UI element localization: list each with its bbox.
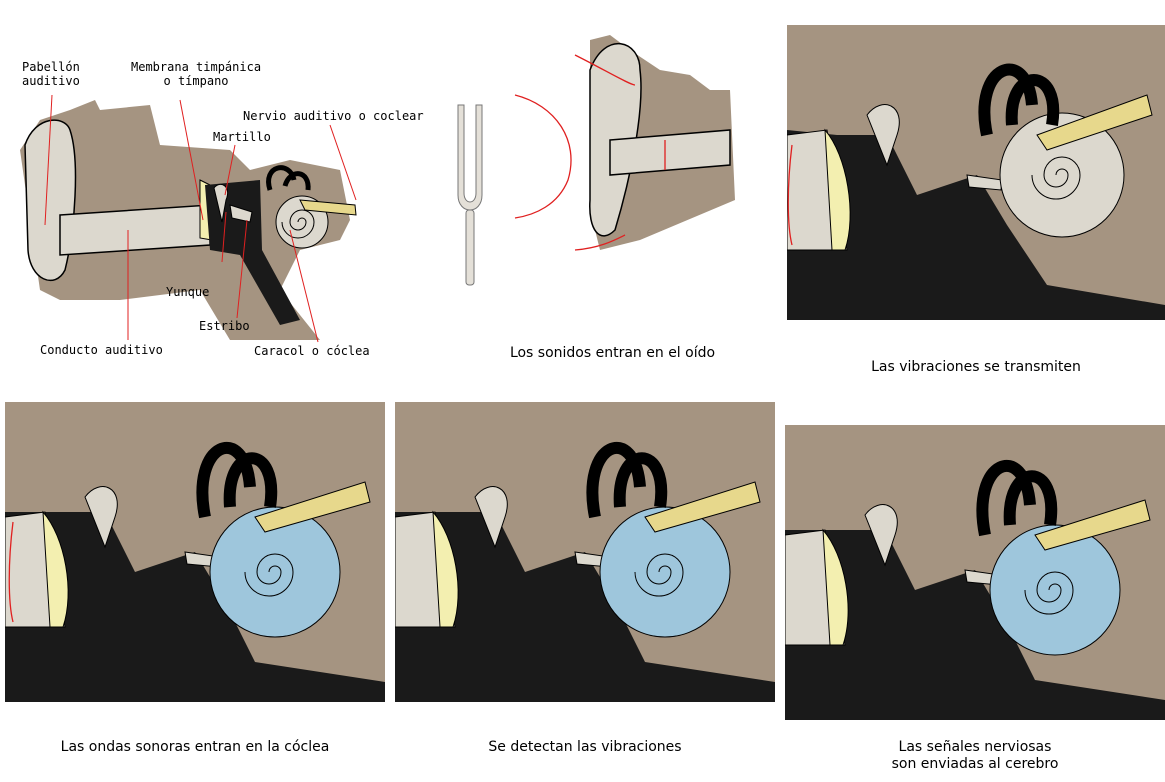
panel-vibrations-detected: Se detectan las vibraciones [395, 402, 775, 762]
nerve-signal-diagram [785, 425, 1165, 720]
caption-sounds-enter: Los sonidos entran en el oído [440, 345, 785, 362]
label-nervio: Nervio auditivo o coclear [243, 109, 424, 123]
label-pabellon: Pabellón auditivo [22, 60, 80, 88]
sound-wave-near [515, 95, 571, 218]
sound-entry-diagram [440, 30, 785, 330]
pinna-shape [25, 120, 75, 280]
label-estribo: Estribo [199, 319, 250, 333]
panel-nerve-signals: Las señales nerviosas son enviadas al ce… [785, 425, 1165, 782]
panel-sounds-enter: Los sonidos entran en el oído [440, 30, 785, 375]
label-conducto: Conducto auditivo [40, 343, 163, 357]
caption-vibrations-transmitted: Las vibraciones se transmiten [787, 359, 1165, 376]
caption-nerve-signals: Las señales nerviosas son enviadas al ce… [785, 739, 1165, 773]
label-martillo: Martillo [213, 130, 271, 144]
vibration-transmission-diagram [787, 25, 1165, 320]
vibration-detection-diagram [395, 402, 775, 702]
panel-vibrations-transmitted: Las vibraciones se transmiten [787, 25, 1165, 385]
label-membrana: Membrana timpánica o tímpano [131, 60, 261, 88]
caption-waves-enter-cochlea: Las ondas sonoras entran en la cóclea [5, 739, 385, 756]
panel-waves-enter-cochlea: Las ondas sonoras entran en la cóclea [5, 402, 385, 762]
label-caracol: Caracol o cóclea [254, 344, 370, 358]
cochlea-entry-diagram [5, 402, 385, 702]
tuning-fork-icon [458, 105, 482, 285]
caption-vibrations-detected: Se detectan las vibraciones [395, 739, 775, 756]
panel-anatomy: Pabellón auditivo Membrana timpánica o t… [0, 0, 440, 375]
label-yunque: Yunque [166, 285, 209, 299]
